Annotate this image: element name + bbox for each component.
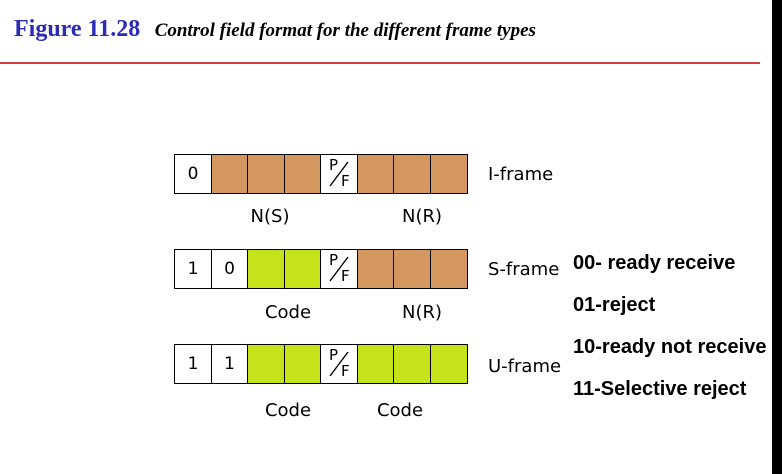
final-letter: F bbox=[341, 172, 350, 190]
field-cell bbox=[393, 344, 431, 384]
final-letter: F bbox=[341, 362, 350, 380]
bit-value: 0 bbox=[187, 164, 199, 184]
field-cell bbox=[283, 249, 322, 289]
bit-value: 1 bbox=[187, 259, 199, 279]
title-rule bbox=[0, 62, 760, 64]
field-cell bbox=[247, 344, 285, 384]
poll-letter: P bbox=[329, 156, 339, 174]
figure-title: Figure 11.28 Control field format for th… bbox=[14, 16, 536, 43]
field-cell bbox=[247, 249, 285, 289]
s-frame-code-list: 00- ready receive 01-reject 10-ready not… bbox=[573, 248, 771, 416]
code-item: 11-Selective reject bbox=[573, 378, 747, 400]
bit-cell: 0 bbox=[174, 154, 212, 194]
code-item: 00- ready receive bbox=[573, 252, 736, 274]
field-cell bbox=[210, 154, 249, 194]
edge-bar bbox=[772, 0, 782, 474]
field-cell bbox=[247, 154, 285, 194]
bit-cell: 1 bbox=[210, 344, 249, 384]
slash-mark bbox=[329, 161, 349, 187]
i-frame-label: I-frame bbox=[488, 164, 554, 185]
field-cell bbox=[283, 154, 322, 194]
field-cell bbox=[393, 249, 431, 289]
field-cell bbox=[356, 154, 395, 194]
figure-number: Figure 11.28 bbox=[14, 16, 141, 42]
code-item: 10-ready not receive bbox=[573, 336, 767, 358]
field-cell bbox=[356, 344, 395, 384]
field-cell bbox=[356, 249, 395, 289]
bit-value: 0 bbox=[224, 259, 235, 279]
field-cell bbox=[429, 249, 468, 289]
bit-cell: 1 bbox=[174, 249, 212, 289]
bit-value: 1 bbox=[187, 354, 199, 374]
u-frame-code-label-2: Code bbox=[376, 400, 424, 421]
bit-cell: 1 bbox=[174, 344, 212, 384]
s-frame-nr-label: N(R) bbox=[401, 302, 443, 323]
field-cell bbox=[429, 344, 468, 384]
u-frame-label: U-frame bbox=[488, 356, 562, 377]
bit-cell: 0 bbox=[210, 249, 249, 289]
i-frame-nr-label: N(R) bbox=[401, 206, 443, 227]
poll-letter: P bbox=[329, 251, 339, 269]
field-cell bbox=[283, 344, 322, 384]
slash-mark bbox=[329, 351, 349, 377]
u-frame-code-label-1: Code bbox=[264, 400, 312, 421]
slash-mark bbox=[329, 256, 349, 282]
code-item: 01-reject bbox=[573, 294, 656, 316]
bit-value: 1 bbox=[224, 354, 235, 374]
final-letter: F bbox=[341, 267, 350, 285]
i-frame-ns-label: N(S) bbox=[250, 206, 290, 227]
field-cell bbox=[393, 154, 431, 194]
field-cell bbox=[429, 154, 468, 194]
poll-letter: P bbox=[329, 346, 339, 364]
s-frame-code-label: Code bbox=[264, 302, 312, 323]
figure-caption: Control field format for the different f… bbox=[154, 20, 536, 41]
s-frame-label: S-frame bbox=[488, 259, 560, 280]
